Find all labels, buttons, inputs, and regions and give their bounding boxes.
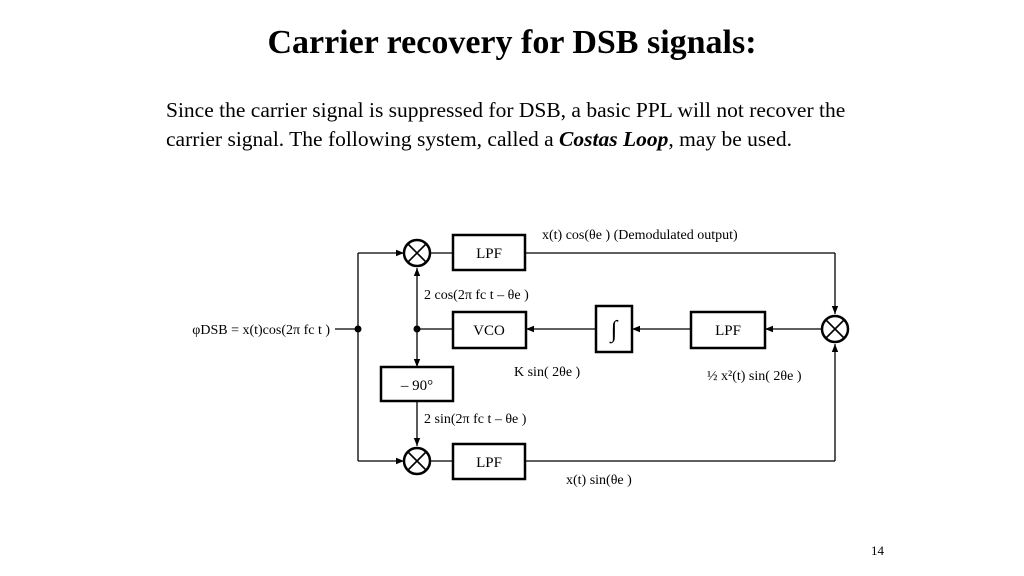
integrator-block: ∫ <box>594 304 634 354</box>
lpf-bottom-block: LPF <box>451 442 527 481</box>
input-signal-label: φDSB = x(t)cos(2π fc t ) <box>192 323 330 338</box>
vco-input-label: K sin( 2θe ) <box>514 365 581 380</box>
lpf-right-label: LPF <box>715 323 741 339</box>
right-product-label: ½ x²(t) sin( 2θe ) <box>707 369 802 384</box>
input-junction-dot <box>354 325 362 333</box>
multiply-icon <box>407 451 427 471</box>
intro-paragraph: Since the carrier signal is suppressed f… <box>166 96 866 154</box>
paragraph-text: Since the carrier signal is suppressed f… <box>166 98 846 151</box>
multiply-icon <box>825 319 845 339</box>
costas-loop-term: Costas Loop <box>559 127 669 151</box>
multiply-icon <box>407 243 427 263</box>
lpf-right-block: LPF <box>689 310 767 350</box>
top-oscillator-label: 2 cos(2π fc t – θe ) <box>424 288 529 303</box>
right-mixer <box>820 314 850 344</box>
lpf-bottom-label: LPF <box>476 455 502 471</box>
bottom-mixer <box>402 446 432 476</box>
integral-icon: ∫ <box>609 317 619 344</box>
signal-wires <box>335 249 839 465</box>
lpf-top-label: LPF <box>476 246 502 262</box>
lpf-top-block: LPF <box>451 233 527 272</box>
vco-label: VCO <box>473 323 505 339</box>
phase-shift-label: – 90° <box>400 378 433 394</box>
top-mixer <box>402 238 432 268</box>
vco-junction-dot <box>413 325 421 333</box>
page-number: 14 <box>871 543 884 558</box>
phase-shift-block: – 90° <box>379 365 455 403</box>
bottom-output-label: x(t) sin(θe ) <box>566 473 632 488</box>
bottom-oscillator-label: 2 sin(2π fc t – θe ) <box>424 412 527 427</box>
slide-title: Carrier recovery for DSB signals: <box>267 24 757 61</box>
paragraph-text-end: , may be used. <box>668 127 792 151</box>
vco-block: VCO <box>451 310 528 350</box>
top-output-label: x(t) cos(θe ) (Demodulated output) <box>542 228 738 243</box>
